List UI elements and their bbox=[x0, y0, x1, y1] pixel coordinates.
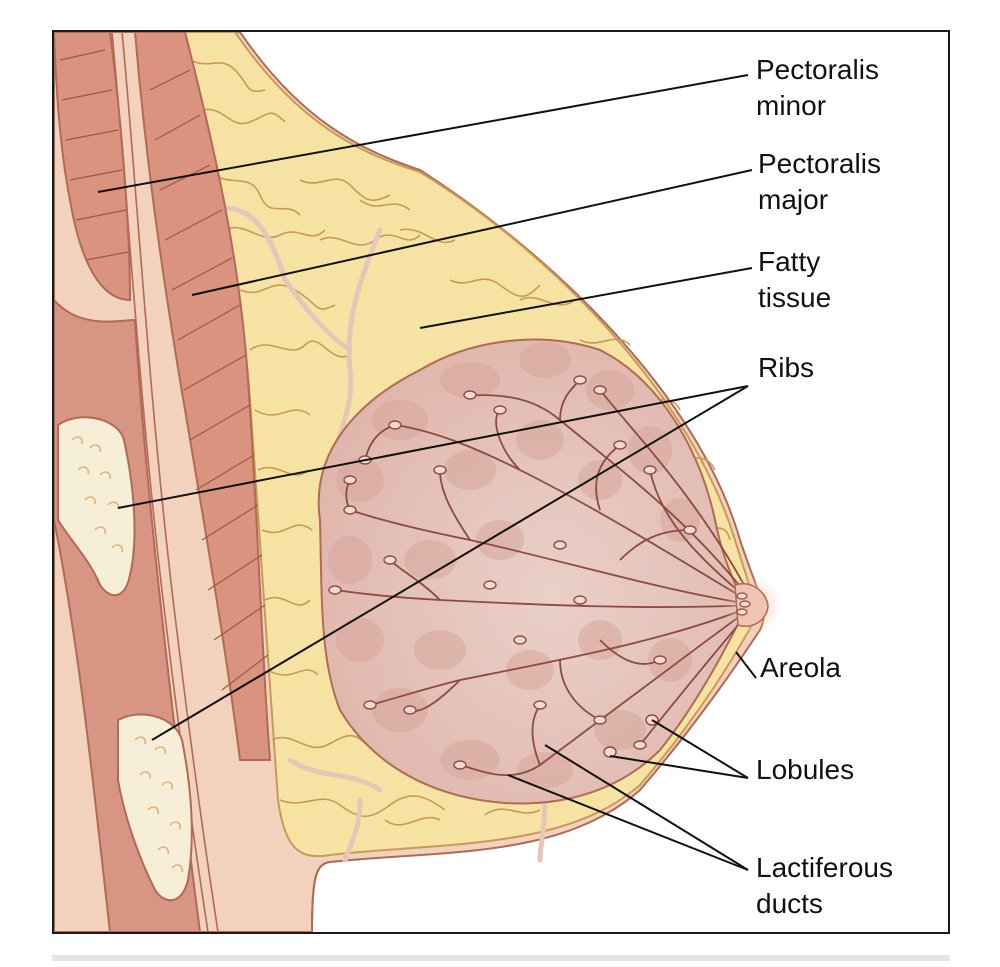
lobule-end-buds bbox=[328, 375, 697, 770]
label-ribs: Ribs bbox=[758, 350, 814, 386]
rib-bone-texture bbox=[71, 436, 184, 873]
label-pectoralis-minor: Pectoralis minor bbox=[756, 52, 879, 124]
label-areola-text: Areola bbox=[760, 652, 841, 683]
pectoralis-major-fibers bbox=[149, 69, 269, 691]
label-lactiferous-ducts-line2: ducts bbox=[756, 888, 823, 919]
frame-shadow bbox=[52, 955, 950, 961]
label-pectoralis-major-line1: Pectoralis bbox=[758, 148, 881, 179]
label-fatty-tissue: Fatty tissue bbox=[758, 244, 831, 316]
leader-ribs-lower bbox=[151, 385, 749, 741]
leader-ribs-upper bbox=[117, 385, 749, 509]
leader-ducts-1 bbox=[544, 744, 749, 871]
leader-pectoralis-major bbox=[191, 169, 753, 296]
label-pectoralis-major: Pectoralis major bbox=[758, 146, 881, 218]
label-fatty-tissue-line2: tissue bbox=[758, 282, 832, 313]
leader-lobules-2 bbox=[609, 755, 749, 779]
rib-upper bbox=[57, 416, 136, 597]
leader-pectoralis-minor bbox=[97, 74, 749, 193]
label-pectoralis-major-line2: major bbox=[758, 184, 829, 215]
leader-fatty-tissue bbox=[419, 267, 753, 329]
pectoralis-minor-fibers bbox=[59, 49, 129, 261]
leader-lobules-1 bbox=[651, 719, 749, 779]
label-areola: Areola bbox=[760, 650, 841, 686]
label-fatty-tissue-line1: Fatty bbox=[758, 246, 821, 277]
label-pectoralis-minor-line2: minor bbox=[756, 90, 827, 121]
leader-lines bbox=[97, 74, 757, 871]
label-lobules-text: Lobules bbox=[756, 754, 855, 785]
leader-areola bbox=[735, 651, 757, 679]
fascia-lines bbox=[111, 32, 219, 932]
pectoralis-major-muscle bbox=[133, 32, 272, 761]
leader-ducts-2 bbox=[507, 774, 749, 871]
label-lobules: Lobules bbox=[756, 752, 854, 788]
label-lactiferous-ducts-line1: Lactiferous bbox=[756, 852, 893, 883]
label-ribs-text: Ribs bbox=[758, 352, 815, 383]
label-lactiferous-ducts: Lactiferous ducts bbox=[756, 850, 893, 922]
nipple-duct-openings bbox=[736, 592, 751, 616]
label-pectoralis-minor-line1: Pectoralis bbox=[756, 54, 879, 85]
inframammary-fold bbox=[311, 861, 331, 932]
